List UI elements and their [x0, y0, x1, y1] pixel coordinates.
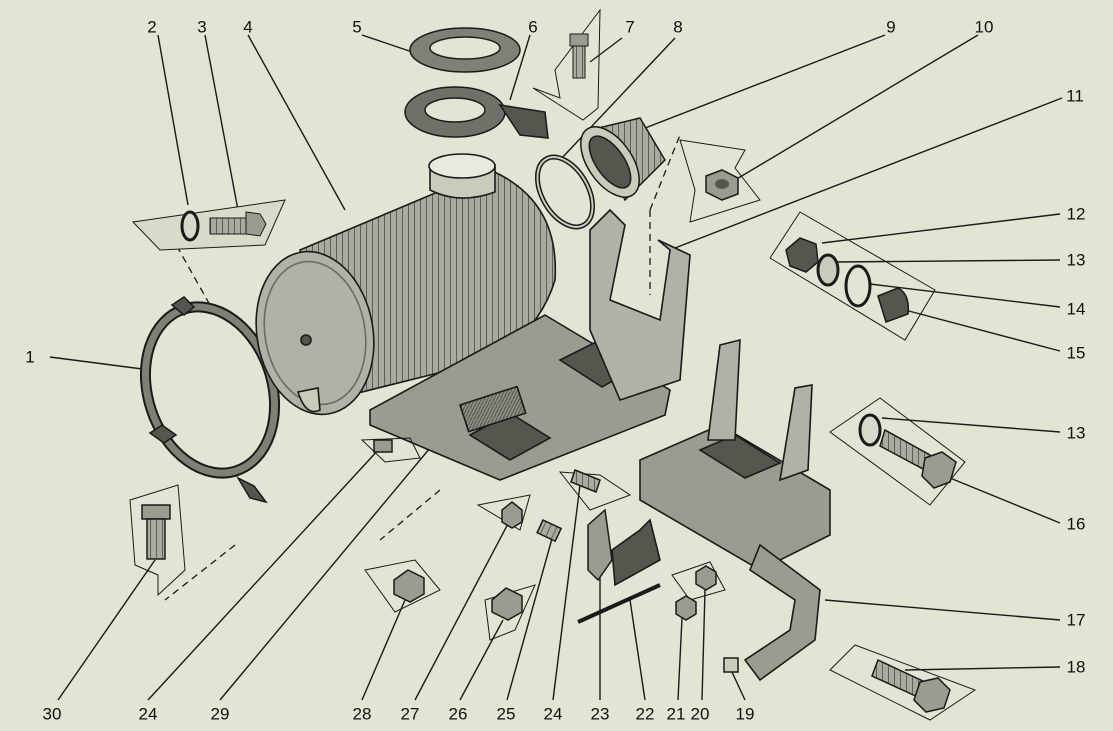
- callout-19: 19: [735, 704, 755, 724]
- callout-24a: 24: [543, 704, 563, 724]
- leader-lines: [49, 34, 1063, 701]
- callout-11: 11: [1066, 86, 1084, 106]
- callout-2: 2: [147, 17, 157, 37]
- bolt-7: [532, 8, 601, 121]
- callout-17: 17: [1066, 610, 1086, 630]
- callout-6: 6: [528, 17, 538, 37]
- callout-16: 16: [1066, 514, 1086, 534]
- callout-9: 9: [886, 17, 896, 37]
- tank: [255, 153, 557, 416]
- callout-28: 28: [352, 704, 372, 724]
- small-fasteners: [129, 437, 632, 641]
- callout-24b: 24: [138, 704, 158, 724]
- callout-18: 18: [1066, 657, 1086, 677]
- base-plate: [369, 208, 691, 481]
- nuts-20-21: [671, 561, 726, 621]
- callout-21: 21: [666, 704, 686, 724]
- callout-3: 3: [197, 17, 207, 37]
- callout-5: 5: [352, 17, 362, 37]
- callout-13b: 13: [1066, 423, 1086, 443]
- gasket-and-flange: [404, 27, 549, 139]
- callout-10: 10: [974, 17, 994, 37]
- callout-1: 1: [25, 347, 35, 367]
- callout-20: 20: [690, 704, 710, 724]
- callout-4: 4: [243, 17, 253, 37]
- callout-12: 12: [1066, 204, 1086, 224]
- callout-25: 25: [496, 704, 516, 724]
- callout-15: 15: [1066, 343, 1086, 363]
- callout-7: 7: [625, 17, 635, 37]
- callout-14: 14: [1066, 299, 1086, 319]
- callout-8: 8: [673, 17, 683, 37]
- nut-10: [679, 139, 761, 223]
- hose-sleeve: [580, 117, 666, 202]
- callout-23: 23: [590, 704, 610, 724]
- callout-30: 30: [42, 704, 62, 724]
- bolt-and-washer-top-left: [131, 199, 286, 251]
- bracket-assembly: [611, 338, 831, 682]
- bushing-19: [723, 657, 739, 673]
- hose-clamp: [534, 154, 596, 230]
- pin-22: [577, 583, 661, 624]
- callout-27: 27: [400, 704, 420, 724]
- callout-13a: 13: [1066, 250, 1086, 270]
- callout-29: 29: [210, 704, 230, 724]
- bolt-18: [829, 644, 977, 721]
- callout-26: 26: [448, 704, 468, 724]
- clip-23: [587, 508, 613, 582]
- callout-22: 22: [635, 704, 655, 724]
- fastener-stack-12-15: [769, 211, 936, 341]
- bolt-and-washer-right: [829, 397, 966, 506]
